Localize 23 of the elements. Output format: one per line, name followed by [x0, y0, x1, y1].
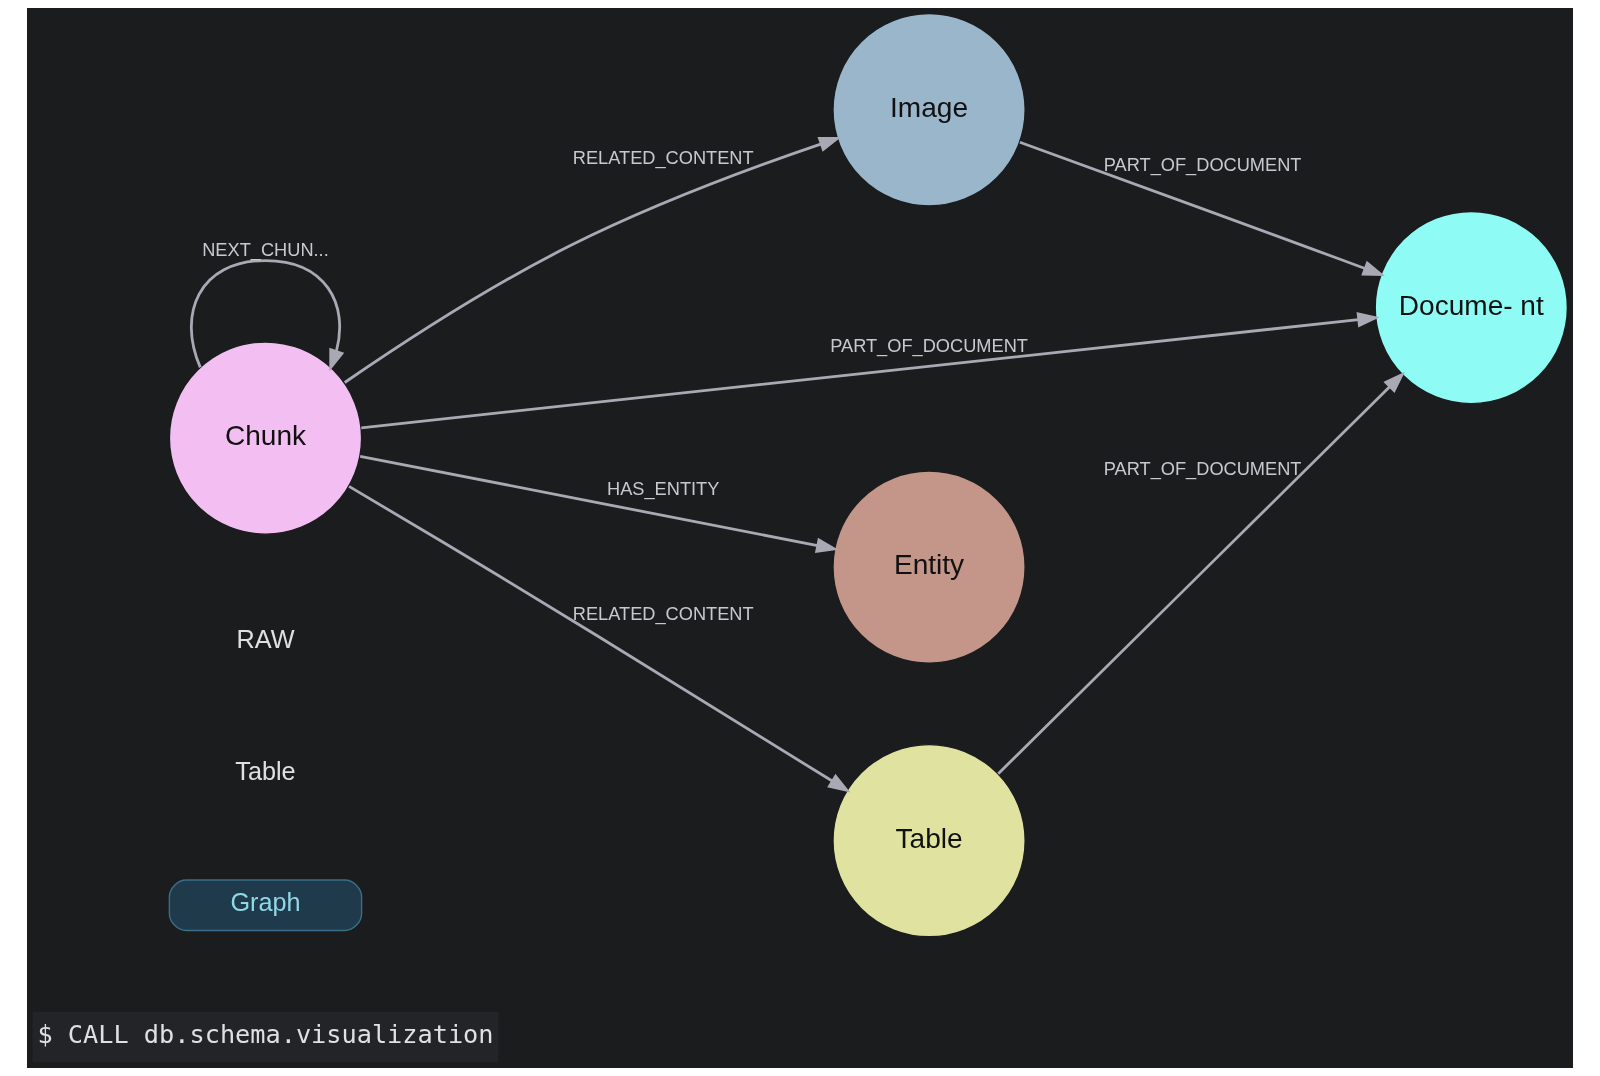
label: Table — [235, 756, 296, 785]
arrow — [343, 136, 842, 384]
edge-label: NEXT_CHUN... — [202, 238, 329, 260]
edge-label: HAS_ENTITY — [607, 477, 720, 499]
node-circle: Docume- nt — [1374, 210, 1569, 405]
node-circle: Image — [832, 12, 1026, 207]
node-circle: Entity — [832, 470, 1026, 664]
arrow — [997, 371, 1405, 775]
edge-label: RELATED_CONTENT — [572, 602, 754, 624]
arrow — [359, 454, 839, 554]
label: RAW — [236, 624, 295, 653]
node-circle: Chunk — [168, 341, 363, 535]
node-circle: Table — [832, 743, 1026, 938]
edge-label: PART_OF_DOCUMENT — [1103, 153, 1302, 175]
label: Graph — [230, 888, 301, 917]
edge-label: PART_OF_DOCUMENT — [830, 334, 1028, 356]
arrow — [348, 485, 851, 793]
edge-label: PART_OF_DOCUMENT — [1103, 458, 1302, 480]
arrow — [189, 259, 345, 372]
edge-label: RELATED_CONTENT — [572, 146, 754, 168]
arrow — [361, 311, 1380, 430]
label: $ CALL db.schema.visualization — [37, 1020, 494, 1050]
arrow — [1019, 140, 1386, 276]
